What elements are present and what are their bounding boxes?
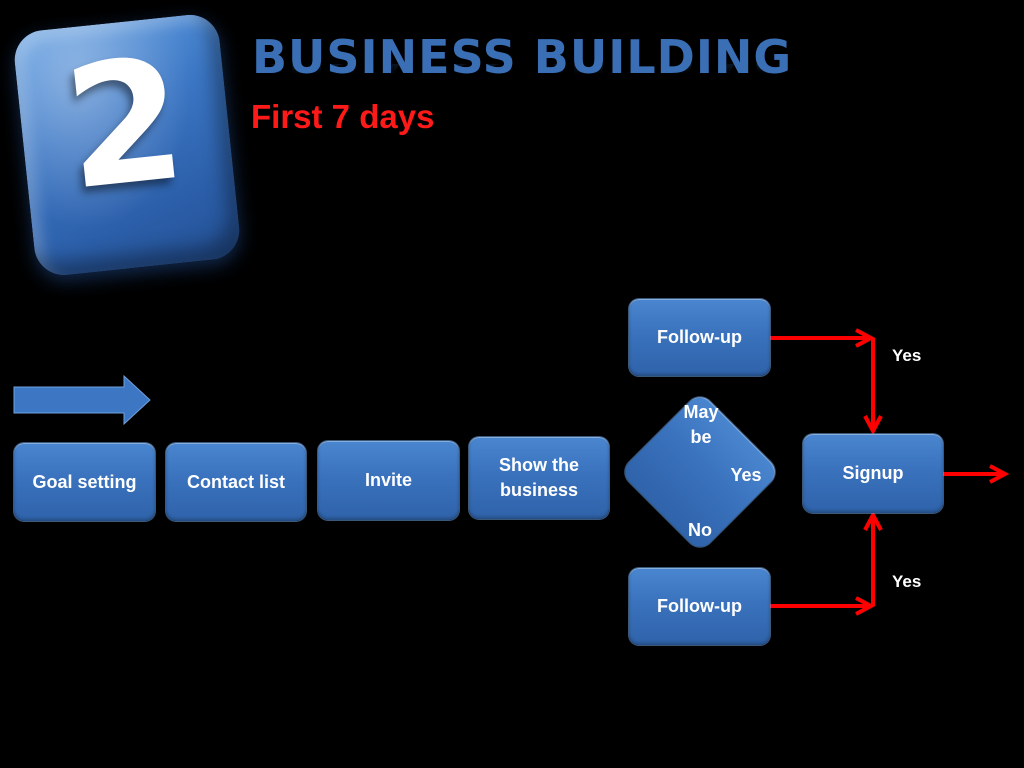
connector-followup-top	[770, 328, 883, 436]
show-business-box: Show the business	[469, 437, 609, 519]
decision-yes-label: Yes	[730, 465, 762, 485]
follow-up-bottom-label: Follow-up	[657, 596, 742, 616]
follow-up-top-label: Follow-up	[657, 327, 742, 347]
connector-signup-out	[943, 464, 1010, 484]
follow-up-bottom-box: Follow-up	[629, 568, 770, 645]
decision-maybe-label: May be	[683, 402, 719, 447]
start-arrow	[13, 374, 151, 426]
page-subtitle: First 7 days	[251, 98, 435, 135]
edge-yes-bottom-label: Yes	[892, 572, 922, 591]
contact-list-box: Contact list	[166, 443, 306, 521]
show-business-label: Show the business	[499, 455, 579, 500]
signup-box: Signup	[803, 434, 943, 513]
goal-setting-label: Goal setting	[32, 471, 137, 492]
invite-label: Invite	[364, 470, 412, 490]
page-title: BUSINESS BUILDING	[252, 30, 793, 84]
follow-up-top-box: Follow-up	[629, 299, 770, 376]
contact-list-label: Contact list	[186, 471, 285, 492]
connector-followup-bottom	[770, 510, 883, 616]
edge-yes-top-label: Yes	[892, 346, 922, 365]
decision-no-label: No	[688, 520, 712, 540]
signup-label: Signup	[842, 463, 904, 483]
goal-setting-box: Goal setting	[14, 443, 155, 521]
invite-box: Invite	[318, 441, 459, 520]
